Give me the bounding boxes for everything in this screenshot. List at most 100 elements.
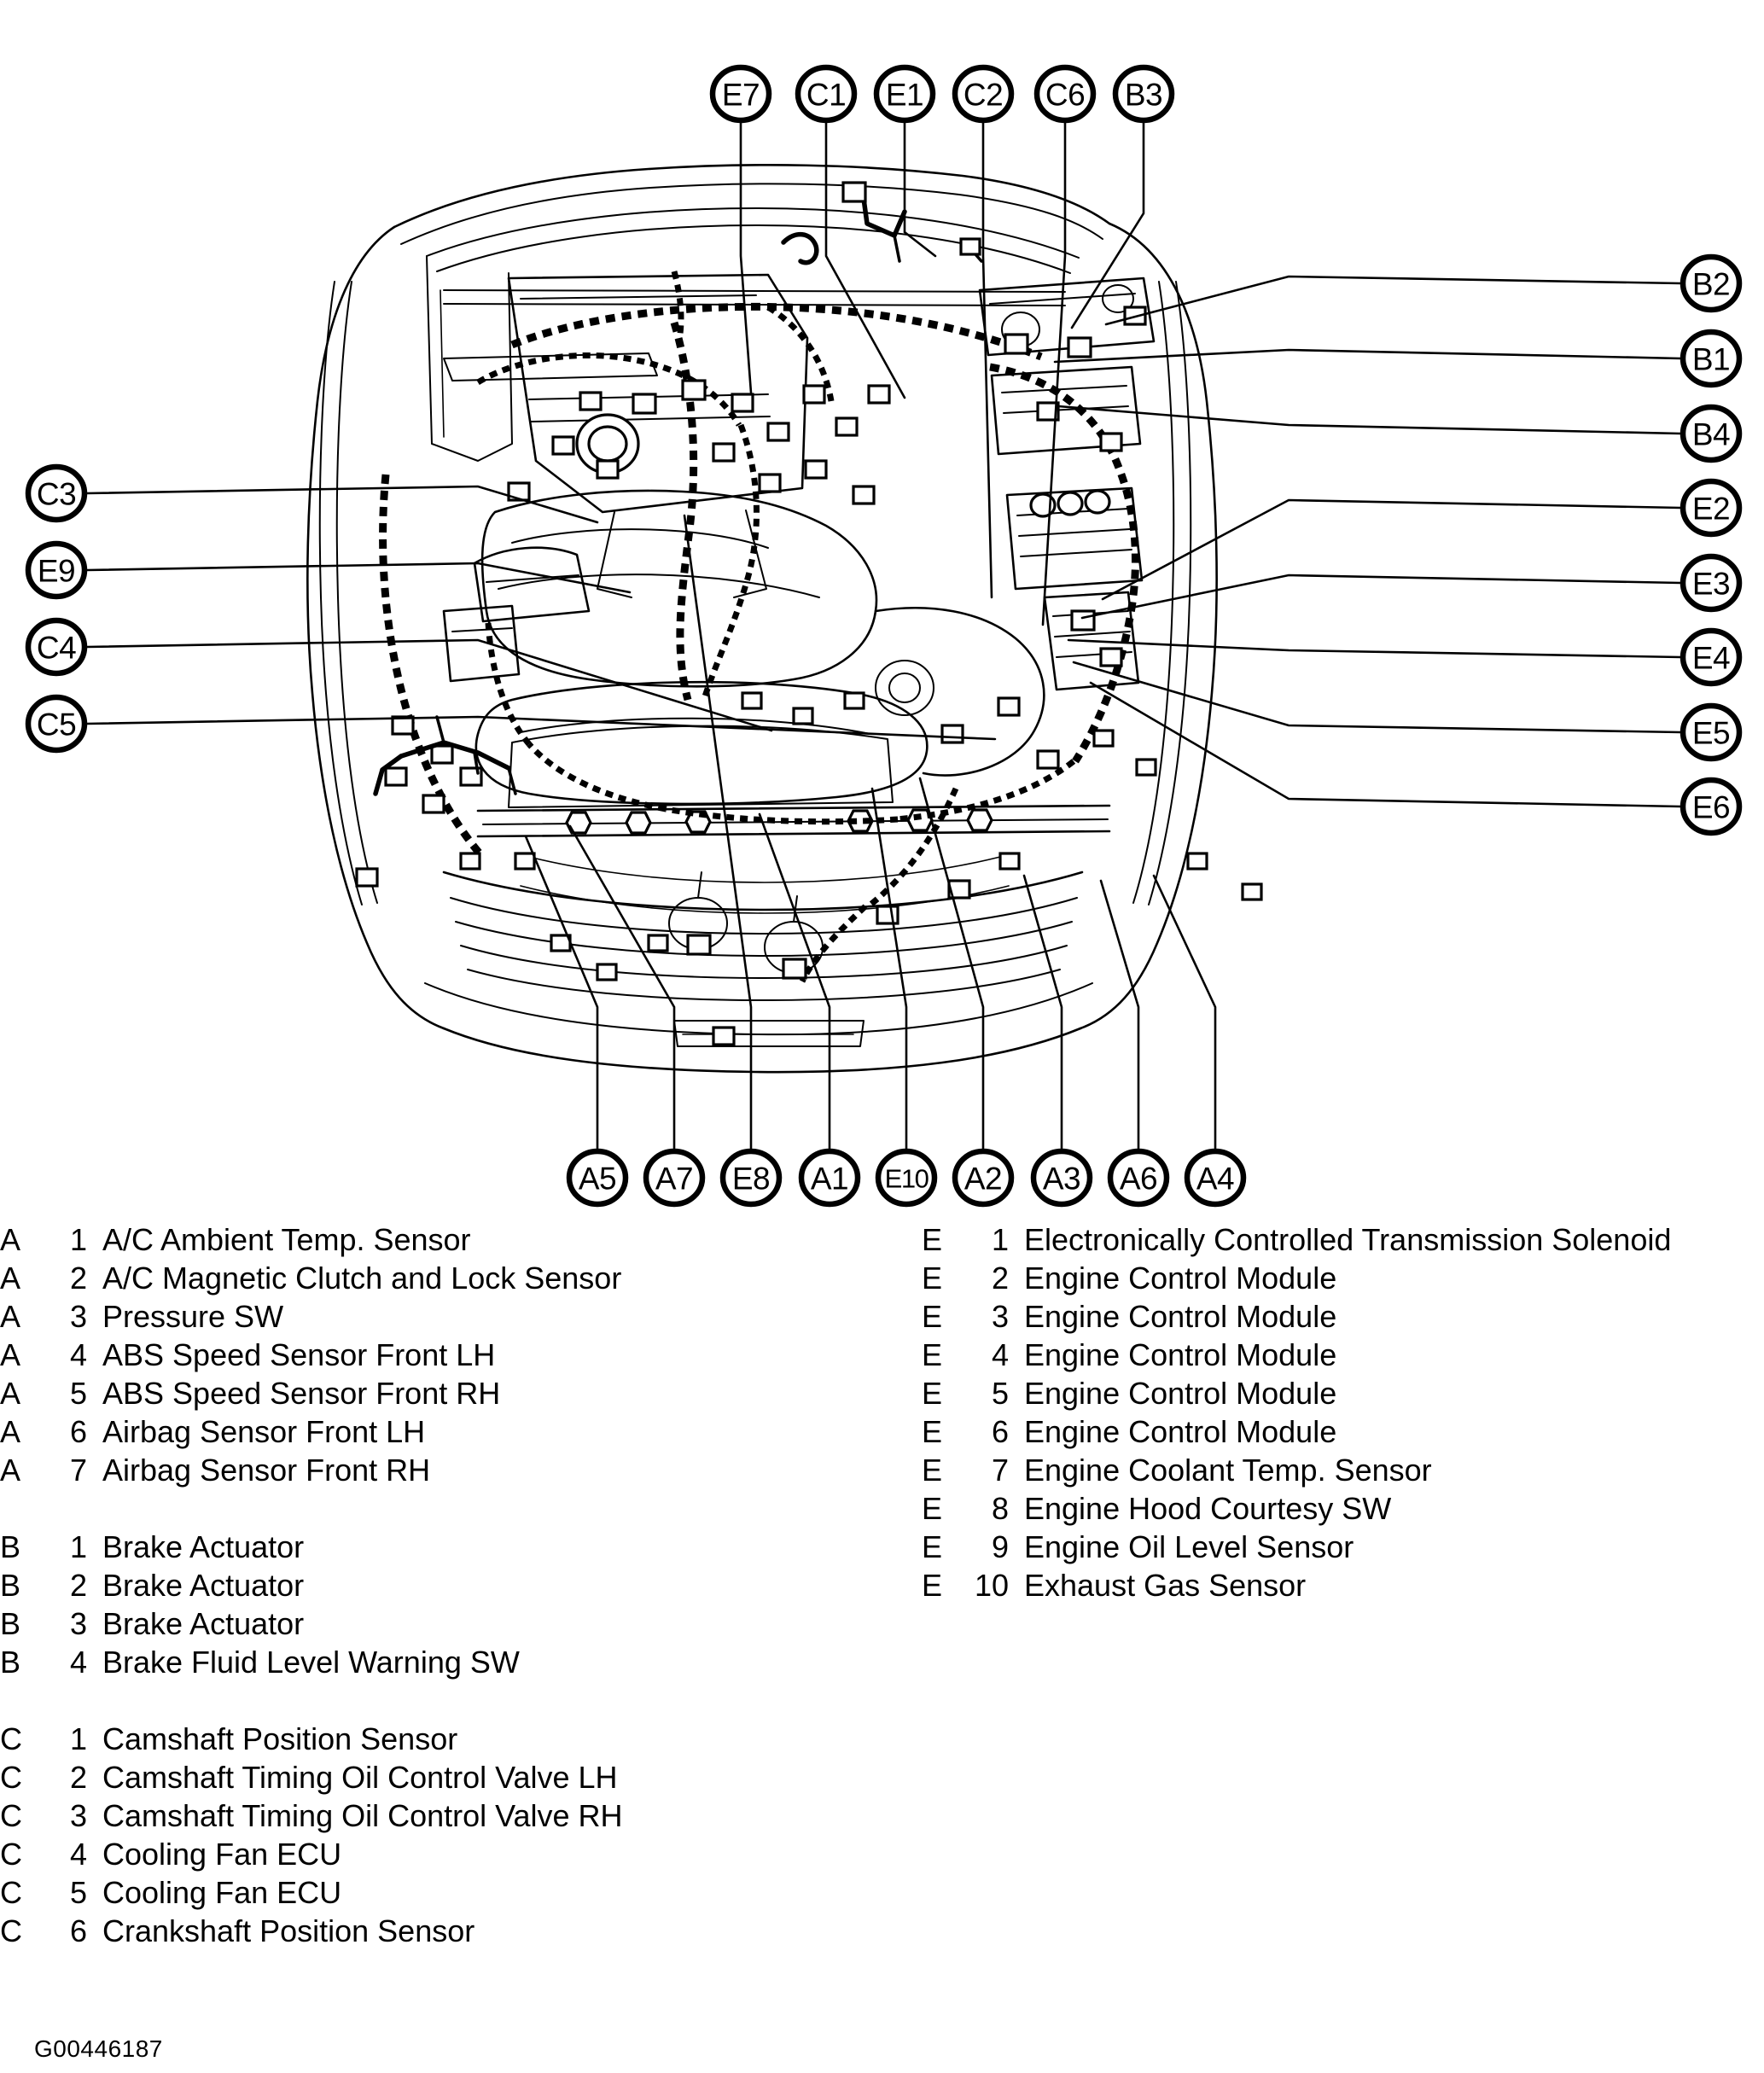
callout-bubble-shape — [25, 540, 88, 600]
callout-label: E10 — [885, 1164, 929, 1194]
legend-item-label: Engine Hood Courtesy SW — [1024, 1491, 1392, 1526]
legend-item-number: 4 — [991, 1337, 1009, 1372]
legend-group-letter: C — [0, 1721, 22, 1756]
legend-item-number: 2 — [69, 1261, 87, 1296]
callout-bubble-shape — [566, 1148, 629, 1208]
legend-item-label: Engine Control Module — [1024, 1376, 1337, 1411]
callout-e9[interactable]: E9 — [25, 540, 88, 600]
callout-e3[interactable]: E3 — [1680, 553, 1743, 613]
callout-c6[interactable]: C6 — [1033, 64, 1097, 124]
callout-e5[interactable]: E5 — [1680, 702, 1743, 762]
callout-c2[interactable]: C2 — [952, 64, 1015, 124]
front-bumper-grille — [442, 856, 1084, 1047]
legend-item-number: 4 — [69, 1645, 87, 1680]
callout-a7[interactable]: A7 — [643, 1148, 706, 1208]
legend-item-number: 8 — [991, 1491, 1009, 1526]
legend-group-letter: E — [922, 1568, 943, 1603]
callout-label: C3 — [37, 477, 76, 512]
callout-e4[interactable]: E4 — [1680, 627, 1743, 687]
callout-c3[interactable]: C3 — [25, 463, 88, 523]
callout-a1[interactable]: A1 — [798, 1148, 861, 1208]
callout-b3[interactable]: B3 — [1112, 64, 1175, 124]
callout-c5[interactable]: C5 — [25, 694, 88, 754]
callout-label: E2 — [1692, 492, 1730, 527]
legend-item-label: Engine Control Module — [1024, 1414, 1337, 1449]
legend-item-label: Airbag Sensor Front LH — [102, 1414, 426, 1449]
legend-group-letter: A — [0, 1299, 21, 1334]
callout-label: A6 — [1120, 1162, 1157, 1197]
callout-label: E8 — [732, 1162, 770, 1197]
callout-bubble-shape — [1680, 478, 1743, 538]
callout-b1[interactable]: B1 — [1680, 329, 1743, 388]
legend-item-label: Engine Control Module — [1024, 1337, 1337, 1372]
legend-item-number: 7 — [991, 1453, 1009, 1488]
legend-group-letter: B — [0, 1529, 21, 1564]
callout-bubble-shape — [1680, 702, 1743, 762]
callout-c1[interactable]: C1 — [795, 64, 858, 124]
legend-group-letter: E — [922, 1222, 943, 1257]
callout-b2[interactable]: B2 — [1680, 253, 1743, 313]
legend-spacer — [0, 1489, 888, 1528]
callout-a2[interactable]: A2 — [952, 1148, 1015, 1208]
callout-label: E6 — [1692, 790, 1730, 825]
callout-e2[interactable]: E2 — [1680, 478, 1743, 538]
callout-e7[interactable]: E7 — [709, 64, 772, 124]
callout-bubble-shape — [1112, 64, 1175, 124]
legend-spacer — [0, 1681, 888, 1720]
legend-group-letter: E — [922, 1299, 943, 1334]
legend-group-letter: C — [0, 1913, 22, 1948]
legend-group-letter: E — [922, 1337, 943, 1372]
callout-e1[interactable]: E1 — [873, 64, 936, 124]
legend-group-letter: A — [0, 1222, 21, 1257]
legend-item-label: Cooling Fan ECU — [102, 1837, 342, 1872]
legend-item-label: Brake Actuator — [102, 1606, 305, 1641]
legend-item-label: Camshaft Timing Oil Control Valve RH — [102, 1798, 623, 1833]
callout-e10[interactable]: E10 — [875, 1148, 938, 1208]
legend-item-number: 5 — [69, 1875, 87, 1910]
callout-bubble-shape — [1184, 1148, 1247, 1208]
callout-a4[interactable]: A4 — [1184, 1148, 1247, 1208]
callout-label: A2 — [964, 1162, 1002, 1197]
callout-e8[interactable]: E8 — [719, 1148, 783, 1208]
callout-label: A1 — [811, 1162, 848, 1197]
legend-item-number: 4 — [69, 1337, 87, 1372]
legend-item-number: 10 — [974, 1568, 1009, 1603]
legend-group-letter: E — [922, 1453, 943, 1488]
callout-a3[interactable]: A3 — [1030, 1148, 1093, 1208]
legend-group-letter: A — [0, 1376, 21, 1411]
callout-bubble-shape — [875, 1148, 938, 1208]
callout-bubble-shape — [1030, 1148, 1093, 1208]
callout-label: C2 — [964, 78, 1003, 113]
callout-a6[interactable]: A6 — [1107, 1148, 1170, 1208]
callout-bubble-shape — [1680, 777, 1743, 836]
callout-label: B4 — [1692, 417, 1730, 452]
callout-c4[interactable]: C4 — [25, 617, 88, 677]
legend-item-label: Engine Oil Level Sensor — [1024, 1529, 1354, 1564]
callout-e6[interactable]: E6 — [1680, 777, 1743, 836]
callout-b4[interactable]: B4 — [1680, 404, 1743, 463]
fluid-reservoirs — [442, 546, 591, 683]
legend-group-letter: C — [0, 1760, 22, 1795]
callout-bubble-shape — [798, 1148, 861, 1208]
callout-label: C1 — [806, 78, 846, 113]
legend-item-label: Engine Control Module — [1024, 1299, 1337, 1334]
callout-a5[interactable]: A5 — [566, 1148, 629, 1208]
legend-item-label: Airbag Sensor Front RH — [102, 1453, 431, 1488]
